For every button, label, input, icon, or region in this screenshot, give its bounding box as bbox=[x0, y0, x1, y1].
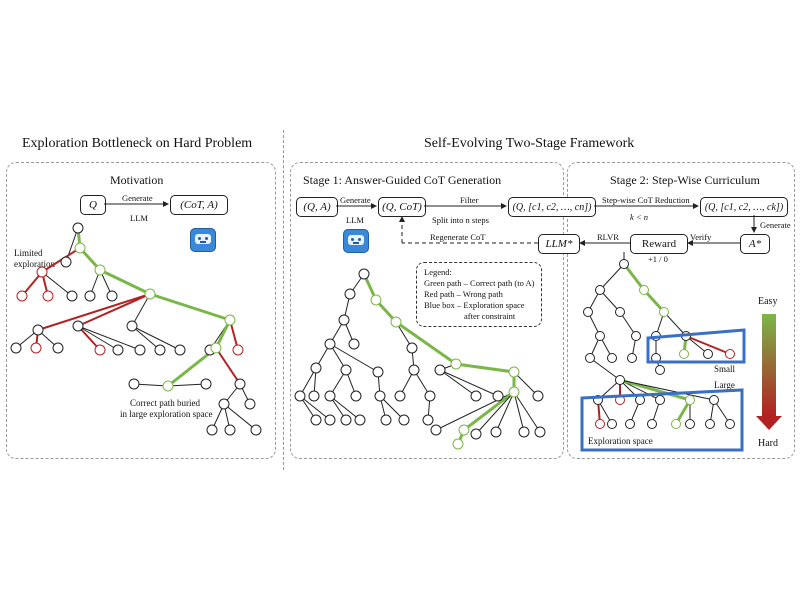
motivation-panel bbox=[6, 162, 276, 459]
exploration-space-label: Exploration space bbox=[588, 436, 653, 446]
qc-box: (Q, [c1, c2, …, cn]) bbox=[508, 197, 596, 217]
easy-label: Easy bbox=[758, 296, 778, 307]
left-generate-label: Generate bbox=[122, 193, 153, 203]
exploration-label: exploration bbox=[14, 259, 55, 269]
difficulty-arrow-head bbox=[756, 416, 782, 430]
legend-green: Green path – Correct path (to A) bbox=[424, 278, 535, 288]
filter-label: Filter bbox=[460, 195, 479, 205]
qcot-box: (Q, CoT) bbox=[378, 197, 426, 217]
buried-label-1: Correct path buried bbox=[130, 398, 200, 408]
stage2-heading: Stage 2: Step-Wise Curriculum bbox=[610, 173, 760, 187]
regen-label: Regenerate CoT bbox=[430, 232, 486, 242]
pm-label: +1 / 0 bbox=[648, 254, 668, 264]
right-title: Self-Evolving Two-Stage Framework bbox=[424, 136, 635, 151]
happy-robot-icon bbox=[343, 229, 369, 253]
legend-blue-2: after constraint bbox=[464, 311, 516, 321]
left-llm-label: LLM bbox=[130, 213, 148, 223]
generate2-label: Generate bbox=[760, 220, 791, 230]
llmstar-box: LLM* bbox=[538, 234, 580, 254]
qck-box: (Q, [c1, c2, …, ck]) bbox=[700, 197, 788, 217]
limited-label: Limited bbox=[14, 248, 43, 258]
hard-label: Hard bbox=[758, 438, 778, 449]
legend-red: Red path – Wrong path bbox=[424, 289, 503, 299]
stage1-panel bbox=[290, 162, 564, 459]
large-label: Large bbox=[714, 380, 735, 390]
left-title: Exploration Bottleneck on Hard Problem bbox=[22, 136, 253, 151]
stepwise-label: Step-wise CoT Reduction bbox=[602, 195, 690, 205]
s1-generate-label: Generate bbox=[340, 195, 371, 205]
buried-label-2: in large exploration space bbox=[120, 409, 213, 419]
rlvr-label: RLVR bbox=[597, 232, 619, 242]
cot-answer-box: (CoT, A) bbox=[170, 195, 228, 215]
reward-box: Reward bbox=[630, 234, 688, 254]
kn-label: k < n bbox=[630, 212, 649, 222]
qa-box: (Q, A) bbox=[296, 197, 338, 217]
small-label: Small bbox=[714, 364, 736, 374]
question-box: Q bbox=[80, 195, 106, 215]
split-label: Split into n steps bbox=[432, 215, 489, 225]
legend-title: Legend: bbox=[424, 267, 452, 277]
sad-robot-icon bbox=[190, 228, 216, 252]
motivation-heading: Motivation bbox=[110, 173, 164, 187]
stage1-heading: Stage 1: Answer-Guided CoT Generation bbox=[303, 173, 502, 187]
difficulty-gradient-arrow bbox=[762, 314, 776, 416]
stage2-panel bbox=[567, 162, 795, 459]
section-divider bbox=[283, 130, 284, 470]
s1-llm-label: LLM bbox=[346, 215, 364, 225]
legend-box: Legend: Green path – Correct path (to A)… bbox=[416, 262, 543, 327]
verify-label: Verify bbox=[690, 232, 712, 242]
astar-box: A* bbox=[740, 234, 770, 254]
legend-blue: Blue box – Exploration space bbox=[424, 300, 525, 310]
